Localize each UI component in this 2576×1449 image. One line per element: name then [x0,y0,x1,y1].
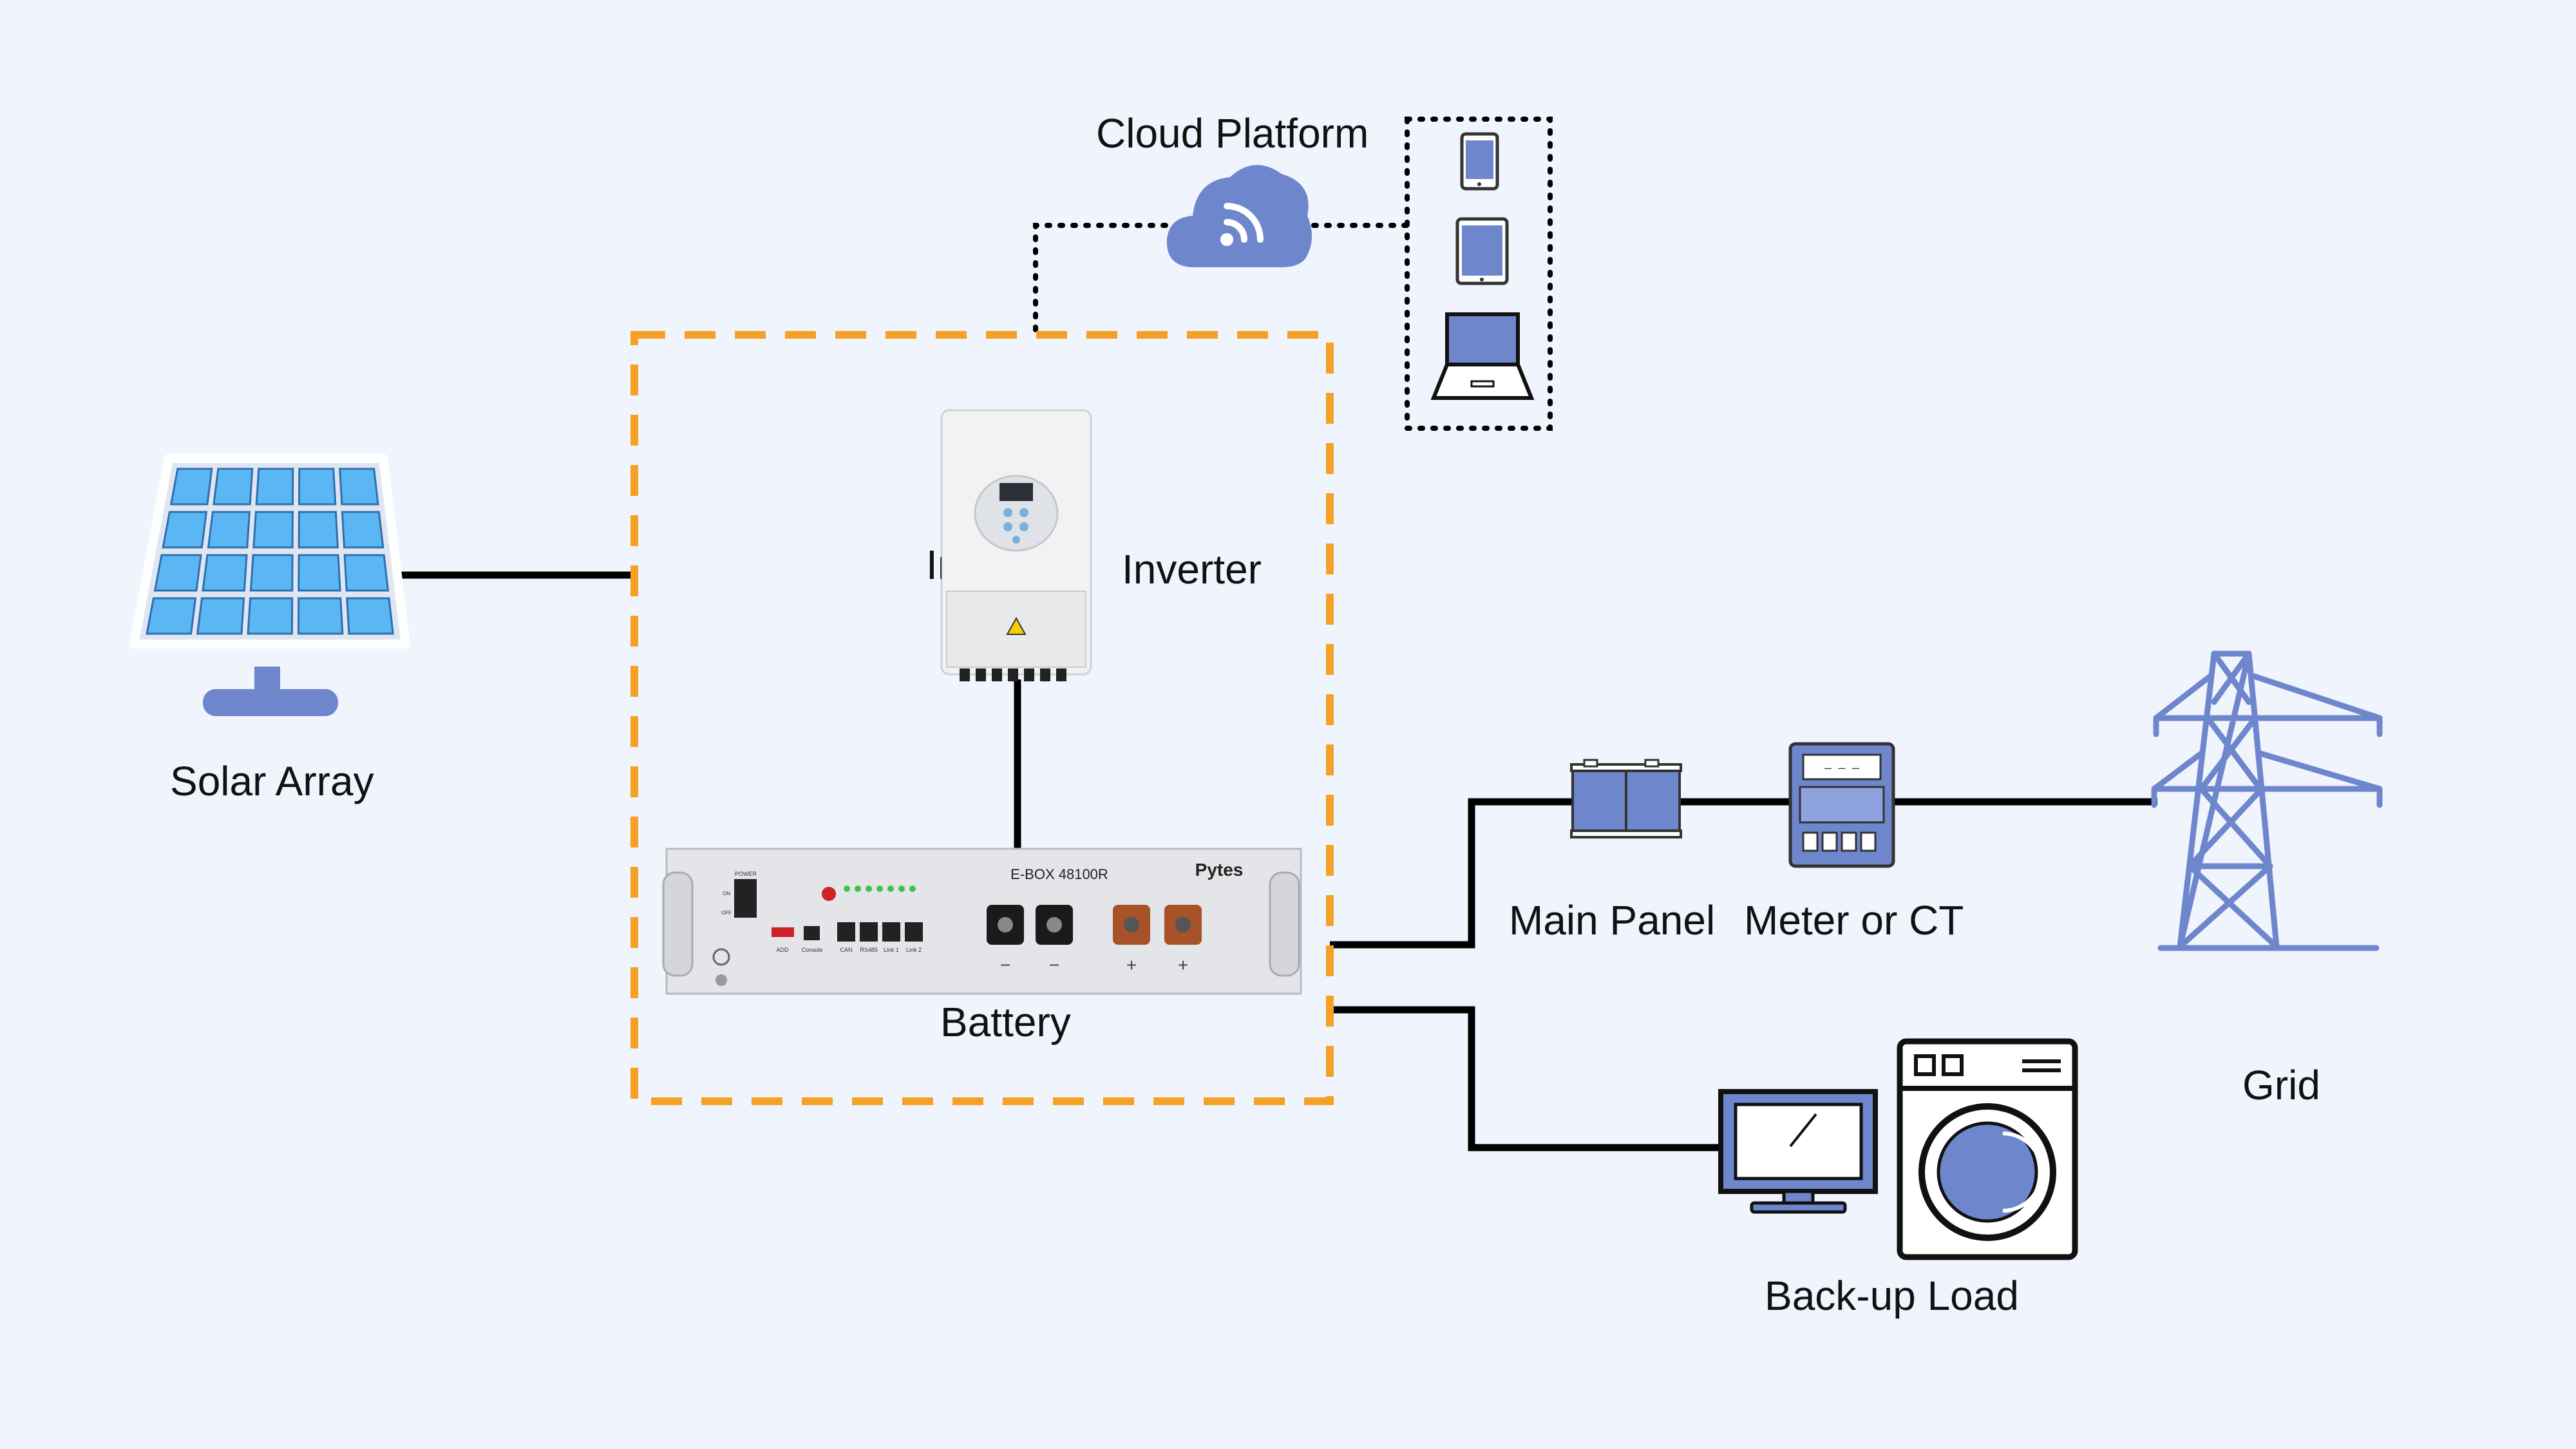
power-switch-off: OFF [721,910,732,916]
inverter-to-cloud-link [1033,223,1171,332]
transmission-tower-icon [2151,650,2383,951]
solar-cell [207,511,251,549]
battery-device: POWER ON OFF ADD Console CAN RS485 Link … [662,848,1302,995]
inverter-label-partial: In [926,541,942,589]
battery-terminals [987,905,1202,945]
power-switch [734,879,757,918]
solar-cell [247,597,294,635]
monitor-icon [1718,1089,1878,1214]
port-label-rs485: RS485 [860,947,878,953]
inverter-label: Inverter [1122,546,1262,592]
solar-cell [346,597,394,635]
solar-cell [341,511,384,549]
laptop-icon [1430,312,1535,400]
cloud-wifi-icon [1166,165,1312,267]
solar-cell [213,468,254,506]
solar-cell [249,554,294,592]
solar-cell [298,554,341,592]
solar-cell [153,554,202,592]
solar-cell [146,597,197,635]
power-switch-label: POWER [735,871,757,877]
battery-label: Battery [940,999,1071,1045]
solar-cell [162,511,208,549]
solar-cell [297,597,344,635]
grid-label: Grid [2242,1062,2320,1108]
solar-cell [343,554,390,592]
dip-switch-label: ADD [776,947,789,953]
backup-load-label: Back-up Load [1765,1273,2019,1319]
solar-cell [339,468,379,506]
comms-lines [1033,117,1553,431]
battery-brand-logo: Pytes [1195,860,1244,880]
tablet-icon [1455,217,1509,285]
main-panel-label: Main Panel [1509,897,1716,943]
solar-cell [252,511,294,549]
power-switch-on: ON [723,891,730,896]
solar-array-label: Solar Array [170,758,374,804]
solar-panel-icon [129,454,410,716]
port-label-link1: Link 1 [884,947,899,953]
terminal-sign-3: + [1126,955,1137,975]
system-boundary [630,331,1334,1105]
port-label-link2: Link 2 [906,947,922,953]
terminal-sign-4: + [1178,955,1188,975]
console-port-label: Console [801,947,822,953]
solar-cell [298,511,339,549]
washing-machine-icon [1897,1038,2078,1260]
solar-cell [298,468,337,506]
phone-icon [1460,132,1499,191]
terminal-sign-1: − [1000,955,1010,975]
inverter-device [940,409,1092,681]
user-devices-box [1405,117,1553,431]
solar-cell [255,468,294,506]
solar-cell [202,554,248,592]
battery-to-load-wire [1330,1006,1721,1151]
solar-cell [169,468,213,506]
meter-display: — — — [1824,762,1859,775]
port-label-can: CAN [840,947,852,953]
battery-model-label: E-BOX 48100R [1010,866,1108,882]
meter-icon: — — — [1788,742,1895,868]
cloud-platform-label: Cloud Platform [1096,110,1369,156]
meter-label: Meter or CT [1744,897,1964,943]
main-panel-icon [1570,759,1682,838]
dip-switch [772,927,794,937]
solar-cell [196,597,245,635]
terminal-sign-2: − [1049,955,1059,975]
